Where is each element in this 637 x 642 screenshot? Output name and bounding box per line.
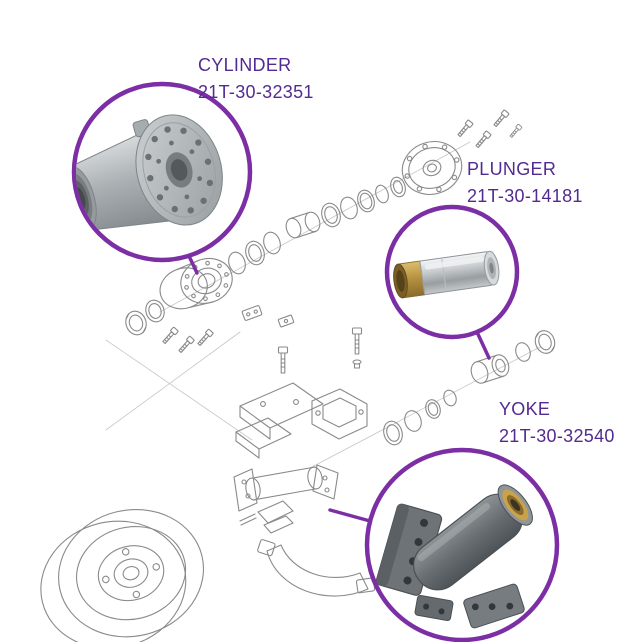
part-name-plunger: PLUNGER bbox=[467, 159, 557, 179]
part-u-bracket bbox=[311, 388, 368, 440]
part-number-plunger: 21T-30-14181 bbox=[467, 186, 583, 206]
exploded-line-art bbox=[40, 109, 556, 642]
part-yoke-target bbox=[233, 464, 339, 534]
callout-connectors bbox=[187, 254, 491, 523]
part-number-yoke: 21T-30-32540 bbox=[499, 426, 615, 446]
callout-label-yoke: YOKE 21T-30-32540 bbox=[499, 396, 615, 450]
part-sleeve bbox=[285, 211, 321, 239]
callout-circle-cylinder bbox=[71, 81, 253, 263]
callout-label-cylinder: CYLINDER 21T-30-32351 bbox=[198, 52, 314, 106]
part-name-yoke: YOKE bbox=[499, 399, 551, 419]
part-cylinder-target bbox=[159, 257, 233, 310]
part-cover-flange bbox=[401, 141, 463, 195]
connector-cylinder bbox=[187, 254, 199, 275]
callout-circle-plunger bbox=[384, 204, 520, 340]
part-mounting-plate bbox=[235, 382, 324, 459]
plunger-photo bbox=[393, 250, 500, 299]
part-plunger-target bbox=[470, 354, 510, 384]
callout-circle-yoke bbox=[364, 447, 560, 642]
connector-plunger bbox=[475, 330, 491, 360]
yoke-photo bbox=[375, 484, 533, 629]
connector-yoke bbox=[328, 508, 372, 523]
part-curved-fork bbox=[257, 539, 376, 597]
part-idler-wheel bbox=[40, 508, 205, 642]
callout-label-plunger: PLUNGER 21T-30-14181 bbox=[467, 156, 583, 210]
part-number-cylinder: 21T-30-32351 bbox=[198, 82, 314, 102]
part-name-cylinder: CYLINDER bbox=[198, 55, 292, 75]
